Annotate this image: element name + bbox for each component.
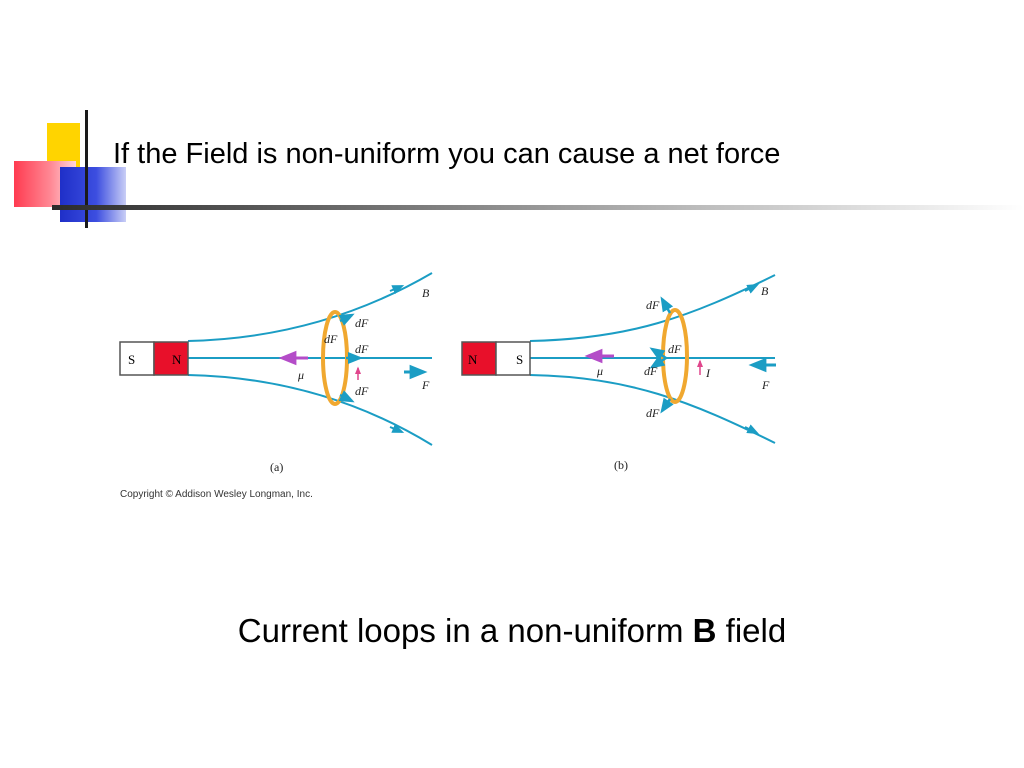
panel-a-force-arrows bbox=[338, 313, 428, 403]
panel-a-b-label: B bbox=[422, 286, 430, 300]
caption-suffix: field bbox=[716, 612, 787, 649]
panel-a-magnet-north-label: N bbox=[172, 352, 182, 367]
panel-b-df-mid-left: dF bbox=[644, 364, 658, 378]
panel-a-f-label: F bbox=[421, 378, 430, 392]
title-underline bbox=[52, 205, 1024, 210]
panel-b-force-arrows bbox=[649, 296, 776, 414]
panel-b-df-top: dF bbox=[646, 298, 660, 312]
panel-b-df-bottom: dF bbox=[646, 406, 660, 420]
panel-a-sublabel: (a) bbox=[270, 460, 283, 474]
panel-b-sublabel: (b) bbox=[614, 458, 628, 472]
slide-caption: Current loops in a non-uniform B field bbox=[0, 612, 1024, 650]
panel-b-i-label: I bbox=[705, 366, 711, 380]
panel-b: N S B dF dF dF dF μ I F bbox=[461, 274, 776, 472]
panel-a-df-mid-right: dF bbox=[355, 342, 369, 356]
panel-b-magnet-north-label: N bbox=[468, 352, 478, 367]
panel-b-df-mid-right: dF bbox=[668, 342, 682, 356]
panel-a-df-mid-left: dF bbox=[324, 332, 338, 346]
decor-blue-square bbox=[60, 167, 126, 222]
figure-copyright: Copyright © Addison Wesley Longman, Inc. bbox=[120, 489, 313, 500]
panel-b-mu-label: μ bbox=[596, 364, 603, 378]
panel-b-magnet-south-label: S bbox=[516, 352, 523, 367]
panel-b-f-label: F bbox=[761, 378, 770, 392]
panel-b-magnet: N S bbox=[461, 341, 531, 376]
caption-prefix: Current loops in a non-uniform bbox=[237, 612, 693, 649]
panel-a-mu-label: μ bbox=[297, 368, 304, 382]
panel-b-b-label: B bbox=[761, 284, 769, 298]
panel-a-magnet: S N bbox=[119, 341, 189, 376]
figure: S N B dF dF dF dF μ F (a) bbox=[110, 255, 800, 513]
caption-bold-b: B bbox=[692, 612, 717, 649]
figure-svg: S N B dF dF dF dF μ F (a) bbox=[119, 272, 776, 500]
panel-a-df-lower: dF bbox=[355, 384, 369, 398]
panel-a-magnet-south-label: S bbox=[128, 352, 135, 367]
decor-vertical-line bbox=[85, 110, 88, 228]
panel-a-field-lines bbox=[187, 272, 433, 446]
panel-a: S N B dF dF dF dF μ F (a) bbox=[119, 272, 433, 474]
panel-a-df-upper: dF bbox=[355, 316, 369, 330]
slide-title: If the Field is non-uniform you can caus… bbox=[113, 138, 781, 170]
panel-b-current-loop bbox=[661, 308, 689, 404]
decor-yellow-square bbox=[47, 123, 80, 167]
